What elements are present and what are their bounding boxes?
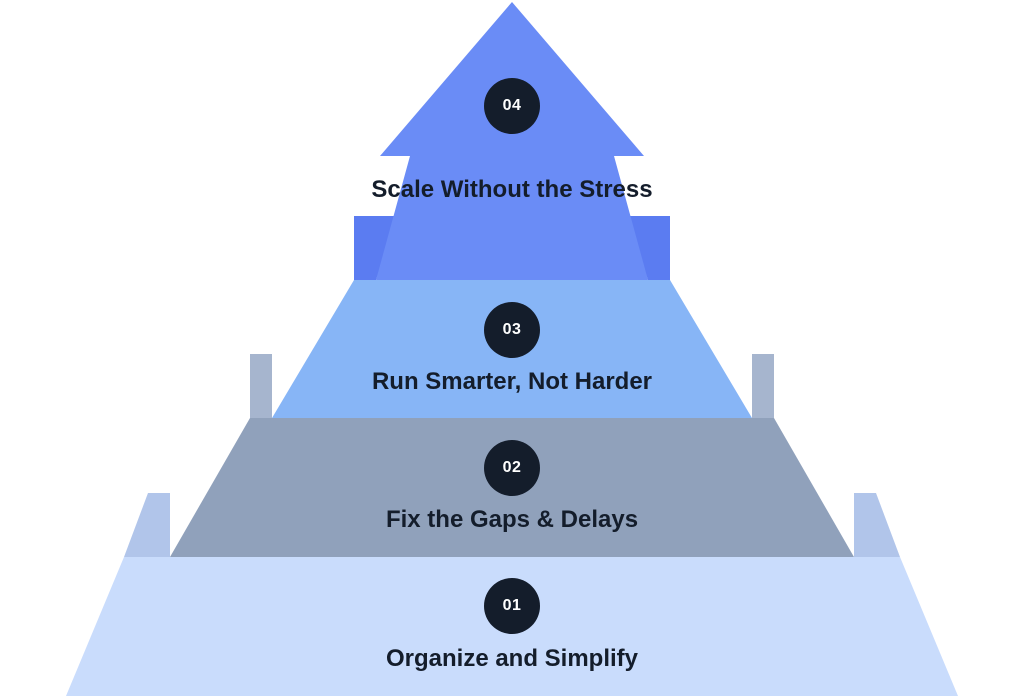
tier-01-number-badge: 01 xyxy=(484,578,540,634)
tier-01-side-right xyxy=(854,493,900,557)
tier-01-side-left xyxy=(124,493,170,557)
tier-04-side-right xyxy=(626,216,670,280)
tier-03-label: Run Smarter, Not Harder xyxy=(371,368,653,395)
tier-04-label: Scale Without the Stress xyxy=(371,176,653,203)
tier-02-label: Fix the Gaps & Delays xyxy=(385,506,639,533)
tier-04-side-left xyxy=(354,216,398,280)
tier-02-side-left xyxy=(250,354,272,418)
tier-02-side-right xyxy=(752,354,774,418)
tier-03-number-badge: 03 xyxy=(484,302,540,358)
tier-01-label: Organize and Simplify xyxy=(385,645,639,672)
tier-04-number-badge: 04 xyxy=(484,78,540,134)
tier-04-arrow-face xyxy=(376,2,648,280)
tier-02-number-badge: 02 xyxy=(484,440,540,496)
